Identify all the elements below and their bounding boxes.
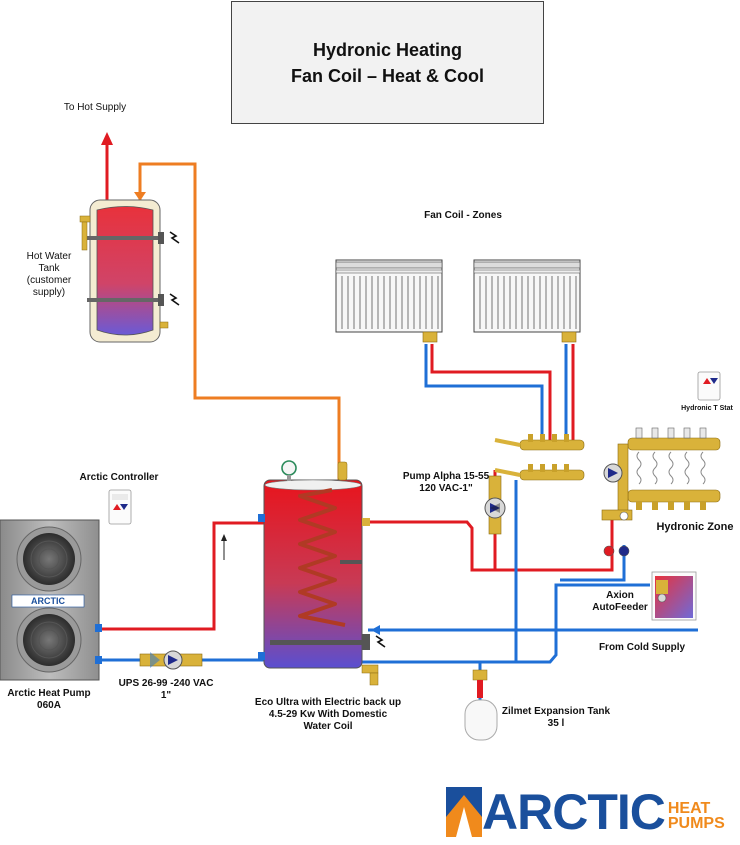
fan-coil-return-pipe xyxy=(424,344,544,440)
logo-word: ARCTIC xyxy=(482,784,666,840)
axion-autofeeder-label: Axion AutoFeeder xyxy=(592,590,648,613)
pressure-gauge-icon xyxy=(281,460,297,476)
pump-alpha xyxy=(484,475,506,535)
from-cold-supply-label: From Cold Supply xyxy=(598,642,686,653)
zilmet-expansion-tank xyxy=(464,669,498,741)
fan-coil-unit-1 xyxy=(335,259,443,343)
arctic-heat-pump-unit xyxy=(0,519,102,681)
title-box: Hydronic Heating Fan Coil – Heat & Cool xyxy=(231,1,544,124)
electric-element-icon xyxy=(169,293,180,306)
arctic-heat-pump-label: Arctic Heat Pump 060A xyxy=(7,688,91,711)
electric-element-icon xyxy=(375,635,386,648)
domestic-coil xyxy=(298,488,346,627)
zone-return-pipe xyxy=(560,545,626,582)
logo-subtitle: HEAT PUMPS xyxy=(667,800,725,832)
ups-pump-label: UPS 26-99 -240 VAC 1" xyxy=(118,678,214,701)
arrow-up-icon xyxy=(101,132,113,145)
arrow-left-icon xyxy=(371,625,380,635)
to-hot-supply-label: To Hot Supply xyxy=(63,102,127,113)
hot-water-tank xyxy=(79,199,180,343)
hydronic-zone-label: Hydronic Zone xyxy=(656,521,734,533)
heat-pump-supply-pipe xyxy=(100,521,265,631)
eco-ultra-tank xyxy=(258,460,386,686)
flow-arrow-icon xyxy=(221,534,227,541)
ups-pump xyxy=(139,650,203,670)
hydronic-zone-manifold xyxy=(601,427,721,557)
zone-supply-pipe xyxy=(368,510,614,572)
system-return-pipe xyxy=(362,583,650,664)
electric-element-icon xyxy=(169,231,180,244)
fan-coil-manifold xyxy=(494,434,585,481)
title-line-1: Hydronic Heating xyxy=(312,39,463,60)
arrow-down-icon xyxy=(134,192,146,201)
fan-coil-zones-label: Fan Coil - Zones xyxy=(424,210,502,221)
axion-autofeeder xyxy=(651,571,697,621)
zilmet-tank-label: Zilmet Expansion Tank 35 l xyxy=(501,706,611,729)
eco-ultra-label: Eco Ultra with Electric back up 4.5-29 K… xyxy=(254,697,402,732)
hydronic-t-stat xyxy=(697,371,721,401)
fan-coil-supply-pipe xyxy=(430,344,552,440)
fan-coil-unit-2 xyxy=(473,259,581,343)
heat-pump-badge: ARCTIC xyxy=(31,596,65,606)
arctic-controller xyxy=(108,489,132,525)
hydronic-t-stat-label: Hydronic T Stat xyxy=(681,405,733,412)
hot-water-tank-label: Hot Water Tank (customer supply) xyxy=(26,251,72,298)
pump-alpha-label: Pump Alpha 15-55 120 VAC-1" xyxy=(402,471,490,494)
arctic-controller-label: Arctic Controller xyxy=(79,472,159,483)
logo-mountain-icon xyxy=(446,787,482,837)
dhw-return-pipe xyxy=(138,162,341,480)
title-line-2: Fan Coil – Heat & Cool xyxy=(290,65,485,86)
arctic-heat-pumps-logo: ARCTIC HEAT PUMPS xyxy=(446,786,725,838)
